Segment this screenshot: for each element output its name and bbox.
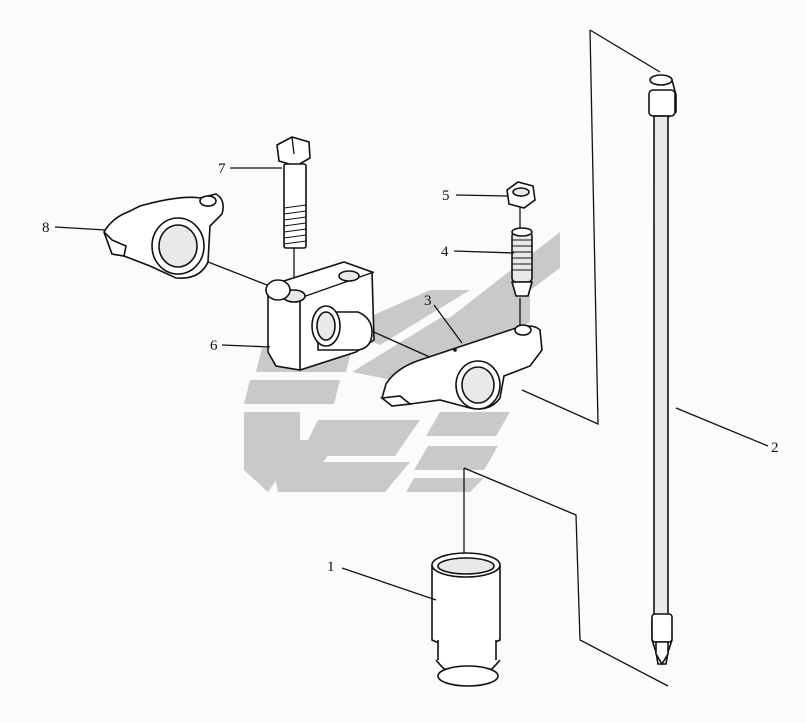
push-rod (648, 74, 677, 666)
callout-5: 5 (442, 188, 509, 204)
callout-2: 2 (675, 407, 779, 456)
callout-1: 1 (327, 559, 437, 601)
callout-label-1: 1 (327, 559, 335, 575)
callout-label-4: 4 (441, 244, 449, 260)
callout-6: 6 (210, 338, 271, 354)
rocker-arm-right (379, 324, 543, 410)
rocker-arm-left (103, 193, 224, 279)
callout-3: 3 (424, 293, 463, 344)
callout-8: 8 (42, 220, 107, 236)
callout-label-5: 5 (442, 188, 450, 204)
adjusting-screw (510, 227, 534, 297)
callout-label-6: 6 (210, 338, 218, 354)
bolt (276, 136, 311, 249)
lock-nut (506, 181, 536, 209)
callout-label-7: 7 (218, 161, 226, 177)
callout-7: 7 (218, 161, 282, 177)
rocker-support (265, 261, 375, 371)
callout-4: 4 (441, 244, 515, 260)
callout-label-2: 2 (771, 440, 779, 456)
tappet (431, 552, 501, 687)
callout-label-8: 8 (42, 220, 50, 236)
callout-label-3: 3 (424, 293, 432, 309)
